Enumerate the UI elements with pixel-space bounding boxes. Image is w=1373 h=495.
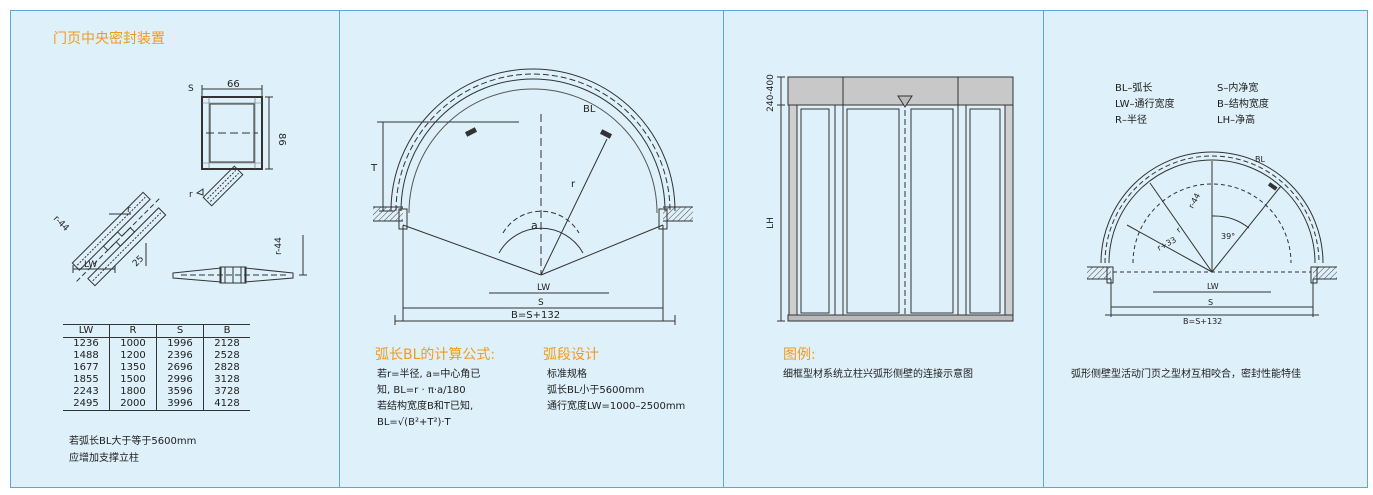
table-cell: 3128 [203, 374, 250, 386]
table-cell: 1800 [109, 386, 157, 398]
design-line: 标准规格 [547, 369, 587, 380]
label-66: 66 [227, 79, 240, 90]
label-lw: LW [1207, 282, 1219, 291]
label-b: B=S+132 [511, 310, 560, 321]
formula-text: 若r=半径, a=中心角已 知, BL=r · π·a/180 若结构宽度B和T… [377, 367, 480, 431]
label-s: S [538, 298, 544, 308]
table-cell: 2996 [156, 374, 204, 386]
table-cell: 1200 [109, 350, 157, 362]
table-cell: 3596 [156, 386, 204, 398]
design-text: 标准规格 弧长BL小于5600mm 通行宽度LW=1000–2500mm [547, 367, 685, 415]
design-line: 通行宽度LW=1000–2500mm [547, 401, 686, 412]
legend-item: B–结构宽度 [1217, 99, 1269, 110]
arc-calculation-drawing: BL T r a LW S B=S+132 [370, 68, 693, 325]
legend-item: S–内净宽 [1217, 83, 1259, 94]
sliding-caption: 弧形侧壁型活动门页之型材互相咬合，密封性能特佳 [1071, 369, 1301, 380]
formula-line: 若r=半径, a=中心角已 [377, 369, 481, 380]
table-cell: 1236 [73, 338, 99, 349]
main-frame: 门页中央密封装置 [10, 10, 1368, 488]
label-s: S [1208, 298, 1213, 307]
table-cell: 1350 [109, 362, 157, 374]
frame-caption: 细框型材系统立柱兴弧形侧壁的连接示意图 [783, 369, 973, 380]
panel-divider [339, 11, 340, 487]
table-cell: 1000 [109, 337, 157, 350]
legend-item: BL–弧长 [1115, 83, 1153, 94]
label-angle: 39° [1221, 232, 1235, 241]
table-cell: 2696 [156, 362, 204, 374]
table-cell: 4128 [203, 398, 250, 411]
label-lw: LW [537, 283, 550, 293]
label-lh: LH [766, 217, 776, 229]
table-header: LW [63, 324, 110, 338]
label-bl: BL [1255, 155, 1265, 164]
legend-item: R–半径 [1115, 115, 1147, 126]
label-r44-bar: r-44 [274, 237, 284, 255]
support-note: 若弧长BL大于等于5600mm 应增加支撑立柱 [69, 433, 196, 467]
table-cell: 2396 [156, 350, 204, 362]
table-cell: 1488 [73, 350, 99, 361]
label-r44: r-44 [51, 214, 71, 234]
legend-title: 图例: [783, 347, 816, 363]
label-25: 25 [131, 254, 146, 269]
table-header: R [109, 324, 157, 338]
label-r44: r-44 [1187, 192, 1202, 210]
formula-line: 若结构宽度B和T已知, [377, 401, 474, 412]
seal-profile-drawings: S 66 86 r r r-44 LW 25 r-44 [51, 79, 307, 287]
label-t: T [370, 163, 378, 174]
legend-item: LW–通行宽度 [1115, 99, 1175, 110]
seal-device-title: 门页中央密封装置 [53, 31, 165, 47]
label-r33: r+33 [1156, 235, 1178, 252]
label-240-400: 240-400 [766, 74, 776, 112]
note-line: 应增加支撑立柱 [69, 453, 139, 464]
table-cell: 2128 [203, 337, 250, 350]
label-bl: BL [583, 104, 596, 115]
label-s: S [188, 84, 194, 94]
label-r: r [1175, 225, 1184, 234]
table-cell: 2495 [63, 398, 110, 411]
table-cell: 3996 [156, 398, 204, 411]
formula-title: 弧长BL的计算公式: [375, 347, 496, 363]
label-86: 86 [276, 133, 287, 146]
label-r-small: r [127, 205, 131, 215]
table-cell: 1855 [73, 374, 99, 385]
table-cell: 1500 [109, 374, 157, 386]
label-b: B=S+132 [1183, 317, 1222, 326]
note-line: 若弧长BL大于等于5600mm [69, 436, 197, 447]
panel-divider [1043, 11, 1044, 487]
frame-elevation-drawing: 240-400 LH [766, 74, 1014, 322]
panel-divider [723, 11, 724, 487]
table-cell: 3728 [203, 386, 250, 398]
table-header: B [203, 324, 250, 338]
design-line: 弧长BL小于5600mm [547, 385, 645, 396]
label-lw: LW [84, 260, 97, 270]
table-cell: 2528 [203, 350, 250, 362]
table-cell: 2828 [203, 362, 250, 374]
label-a: a [531, 219, 538, 232]
table-cell: 1677 [73, 362, 99, 373]
table-cell: 1996 [156, 337, 204, 350]
table-cell: 2243 [73, 386, 99, 397]
table-cell: 2000 [109, 398, 157, 411]
label-r: r [571, 179, 576, 190]
formula-line: BL=√(B²+T²)·T [377, 417, 451, 428]
table-header: S [156, 324, 204, 338]
formula-line: 知, BL=r · π·a/180 [377, 385, 466, 396]
arc-design-title: 弧段设计 [543, 347, 599, 363]
label-r: r [189, 190, 193, 200]
sliding-arc-drawing: BL r-44 r r+33 39° LW S B=S+132 [1087, 151, 1337, 326]
legend-item: LH–净高 [1217, 115, 1256, 126]
symbol-legend: BL–弧长 S–内净宽 LW–通行宽度 B–结构宽度 R–半径 LH–净高 [1115, 81, 1269, 129]
